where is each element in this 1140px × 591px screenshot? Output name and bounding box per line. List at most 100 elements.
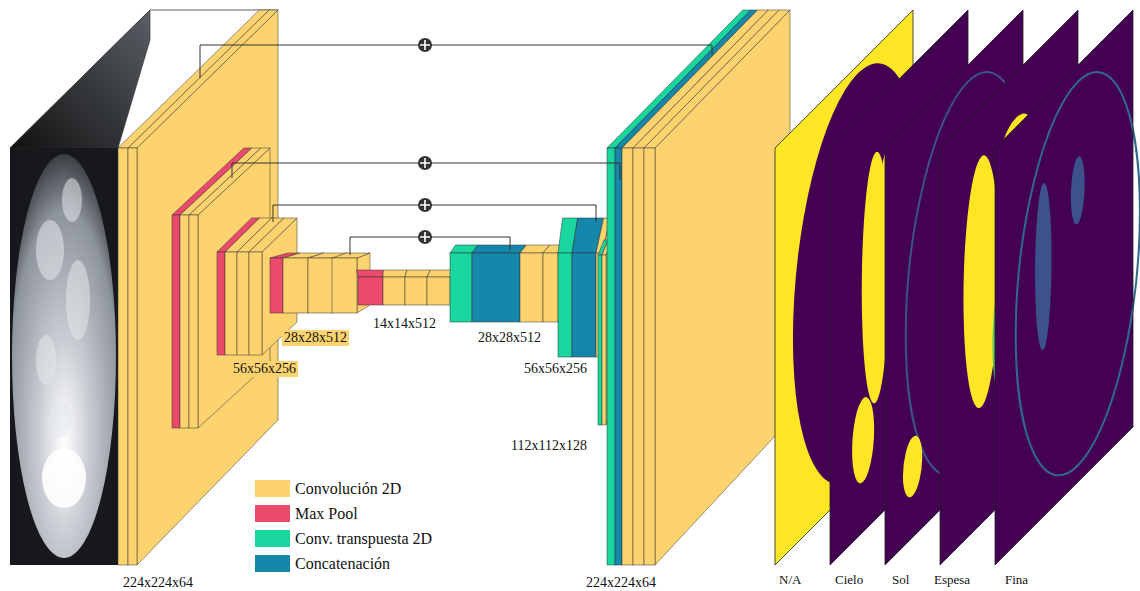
sum-circle (418, 38, 432, 52)
sum-plus (420, 40, 430, 50)
map-region (963, 139, 999, 425)
map-region (1035, 175, 1052, 358)
sum-symbol (418, 198, 432, 212)
image-frame (10, 148, 118, 565)
conv-layer (644, 10, 790, 565)
legend-entry: Max Pool (255, 501, 432, 526)
skip-connections (200, 38, 712, 255)
conv-layer-top (249, 218, 297, 252)
map-region (852, 387, 874, 492)
conv-layer-front (332, 258, 357, 313)
legend-swatch (255, 555, 290, 572)
conv-layer (383, 270, 407, 305)
conv-layer-top (383, 270, 407, 277)
cloud-patch (48, 402, 72, 438)
maxpool-layer-top (356, 270, 383, 277)
cloud-patch (62, 178, 82, 222)
transposed-conv-layer-front (450, 253, 472, 322)
maxpool-layer-front (172, 215, 180, 428)
conv-layer-front (427, 277, 450, 305)
sum-plus (420, 200, 430, 210)
conv-layer-front (189, 215, 198, 428)
conv-layer-front (602, 255, 606, 425)
conv-layer-front (225, 252, 237, 355)
dimension-label: 56x56x256 (231, 361, 298, 377)
conv-layer (405, 270, 430, 305)
cloud-patch (66, 260, 90, 340)
layer-blocks (118, 10, 790, 565)
input-image (10, 10, 278, 565)
conv-layer-top (405, 270, 430, 277)
dimension-label: 56x56x256 (522, 361, 589, 377)
dimension-label: 224x224x64 (584, 575, 658, 591)
dimension-label: 224x224x64 (121, 575, 195, 591)
class-label: Espesa (932, 573, 972, 588)
sum-symbol (418, 156, 432, 170)
output-maps (775, 0, 1140, 565)
conv-layer-front (405, 277, 427, 305)
skip-line (200, 45, 712, 78)
conv-layer-front (118, 148, 128, 565)
concat-layer-front (615, 148, 622, 565)
conv-layer-front (520, 253, 543, 322)
legend-text: Concatenación (295, 555, 390, 573)
sum-symbol (418, 38, 432, 52)
class-label: N/A (777, 573, 803, 588)
maxpool-layer (356, 270, 383, 305)
legend-entry: Conv. transpuesta 2D (255, 526, 432, 551)
dimension-label: 14x14x512 (371, 316, 438, 332)
legend-text: Convolución 2D (295, 480, 401, 498)
maxpool-layer-front (358, 277, 383, 305)
legend-text: Conv. transpuesta 2D (295, 530, 432, 548)
conv-layer-top (189, 148, 270, 215)
conv-layer-front (543, 253, 558, 322)
skip-line (273, 205, 596, 222)
cloud-patch (36, 220, 64, 280)
concat-layer-front (472, 253, 520, 322)
legend-swatch (255, 530, 290, 547)
conv-layer-top (332, 253, 370, 258)
map-region (1071, 150, 1085, 231)
map-region (903, 428, 922, 506)
conv-layer-front (308, 258, 333, 313)
transposed-conv-layer-front (598, 255, 602, 425)
conv-layer-side (655, 10, 790, 565)
fisheye-sky (12, 154, 116, 558)
legend-swatch (255, 480, 290, 497)
legend-entry: Convolución 2D (255, 476, 432, 501)
conv-layer-top (128, 10, 278, 148)
conv-layer (189, 148, 270, 428)
conv-layer-front (283, 258, 308, 313)
conv-layer-front (180, 215, 189, 428)
sum-symbol (418, 230, 432, 244)
legend: Convolución 2D Max PoolConv. transpuesta … (255, 476, 432, 576)
conv-layer-front (128, 148, 137, 565)
transposed-conv-layer-front (558, 253, 572, 357)
conv-layer-front (622, 148, 633, 565)
transposed-conv-layer-front (607, 148, 615, 565)
segmentation-map (995, 3, 1140, 565)
map-ground (995, 10, 1133, 565)
dimension-label: 28x28x512 (282, 330, 349, 346)
conv-layer-front (249, 252, 262, 355)
cloud-patch (36, 335, 56, 385)
legend-text: Max Pool (295, 505, 358, 523)
maxpool-layer-front (217, 252, 225, 355)
map-region (1016, 20, 1140, 528)
class-label: Sol (890, 573, 911, 588)
concat-layer-top (472, 245, 526, 253)
concat-layer-front (572, 253, 596, 357)
maxpool-layer-front (270, 258, 283, 313)
map-outline (995, 10, 1133, 565)
conv-layer-front (644, 148, 655, 565)
dimension-label: 28x28x512 (476, 330, 543, 346)
concat-layer (472, 245, 526, 322)
legend-entry: Concatenación (255, 551, 432, 576)
conv-layer-front (237, 252, 249, 355)
sum-circle (418, 198, 432, 212)
conv-layer-front (633, 148, 644, 565)
legend-swatch (255, 505, 290, 522)
sun-glow (42, 448, 86, 508)
